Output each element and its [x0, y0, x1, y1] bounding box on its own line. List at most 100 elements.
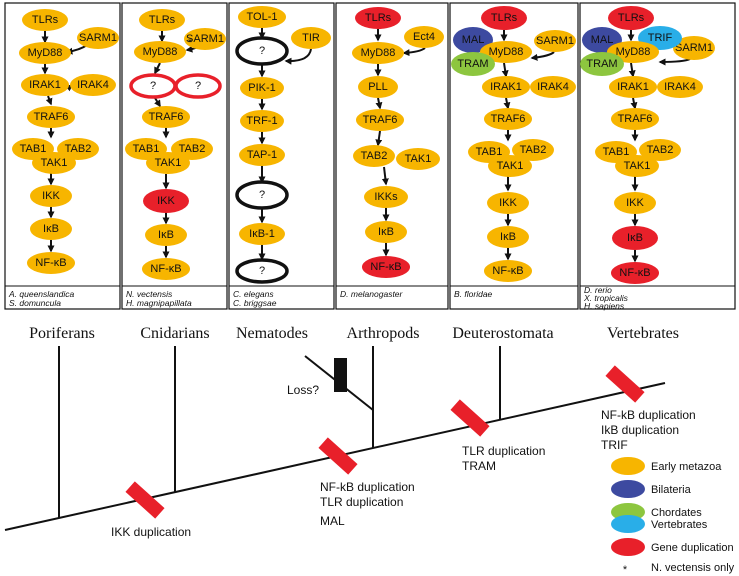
legend: Early metazoa Bilateria Chordates Verteb… [611, 457, 735, 576]
deuterostomata-node-irak1 [482, 76, 530, 98]
porifera-node-myd88 [19, 42, 71, 64]
deuterostomata-species-1: B. floridae [454, 289, 493, 299]
legend-label-bilateria: Bilateria [651, 484, 692, 496]
vertebrata-node-ikb-label: IκB [627, 232, 643, 244]
event-label-deuterostome-1: TLR duplication [462, 444, 545, 458]
cnidaria-node-ikb [145, 224, 187, 246]
porifera-node-irak1 [21, 74, 69, 96]
vertebrata-node-ikk [614, 192, 656, 214]
porifera-node-ikb [30, 218, 72, 240]
footnote-asterisk: * [623, 564, 628, 576]
nematoda-node-tap1-label: TAP-1 [247, 149, 277, 161]
arthropoda-node-myd88 [352, 42, 404, 64]
legend-swatch-bilateria [611, 480, 645, 498]
deuterostomata-node-nfkb-label: NF-κB [492, 265, 523, 277]
cnidaria-node-myd88 [134, 41, 186, 63]
panel-porifera: TLRs SARM1 MyD88 IRAK1 IRAK4 TRAF6 TAB1 … [8, 9, 119, 308]
deuterostomata-node-nfkb [484, 260, 532, 282]
vertebrata-node-tram-label: TRAM [586, 58, 617, 70]
event-bar-tlr-tram [450, 399, 490, 437]
arthropoda-node-ect4 [404, 26, 444, 48]
panel-frame-deuterostomata [449, 2, 579, 310]
arthropoda-node-tlrs-label: TLRs [365, 12, 392, 24]
nematoda-node-trf1 [240, 110, 284, 132]
porifera-node-tak1-label: TAK1 [41, 157, 68, 169]
porifera-node-traf6 [27, 106, 75, 128]
cnidaria-node-sarm1-label: SARM1 [186, 33, 224, 45]
vertebrata-species-2: X. tropicalis [583, 293, 629, 303]
nematoda-node-ikb1-label: IκB-1 [249, 228, 275, 240]
nematoda-node-tir-label: TIR [302, 32, 320, 44]
cnidaria-node-nfkb-label: NF-κB [150, 263, 181, 275]
vertebrata-node-traf6 [611, 108, 659, 130]
vertebrata-node-tram [580, 52, 624, 76]
legend-label-gene-duplication: Gene duplication [651, 542, 734, 554]
legend-label-chordates: Chordates [651, 507, 702, 519]
arthropoda-node-ikb-label: IκB [378, 226, 394, 238]
porifera-species-2: S. domuncula [9, 298, 61, 308]
arthropoda-node-pll [358, 76, 398, 98]
arthropoda-node-ikks-label: IKKs [374, 191, 398, 203]
arthropoda-node-traf6 [356, 109, 404, 131]
vertebrata-node-tab2 [639, 139, 681, 161]
panel-frame-arthropoda [335, 2, 449, 310]
cnidaria-node-tab1-label: TAB1 [133, 143, 160, 155]
legend-swatch-vertebrates-blue [611, 515, 645, 533]
legend-swatch-gene-duplication [611, 538, 645, 556]
porifera-node-ikk [30, 185, 72, 207]
arthropoda-species-1: D. melanogaster [340, 289, 404, 299]
deuterostomata-node-tlrs [481, 6, 527, 30]
cnidaria-myd88-asterisk: * [188, 37, 193, 49]
arthropoda-node-pll-label: PLL [368, 81, 388, 93]
porifera-node-ikk-label: IKK [42, 190, 60, 202]
porifera-node-myd88-label: MyD88 [28, 47, 63, 59]
panel-frame-vertebrata [579, 2, 736, 310]
nematoda-node-unknown-3-label: ? [259, 265, 265, 277]
deuterostomata-node-mal [453, 27, 493, 53]
porifera-node-nfkb [27, 252, 75, 274]
vertebrata-node-tlrs-label: TLRs [618, 12, 645, 24]
footnote-label: N. vectensis only [651, 562, 735, 574]
cnidaria-species-2: H. magnipapillata [126, 298, 192, 308]
panel-arthropoda-arrows [374, 29, 426, 257]
cnidaria-node-tak1 [146, 152, 190, 174]
event-label-vertebrate-2: IkB duplication [601, 423, 679, 437]
vertebrata-node-irak1 [609, 76, 657, 98]
vertebrata-node-myd88-label: MyD88 [616, 46, 651, 58]
deuterostomata-node-tak1 [488, 155, 532, 177]
vertebrata-node-irak4 [657, 76, 703, 98]
cnidaria-node-traf6 [142, 106, 190, 128]
deuterostomata-node-tlrs-label: TLRs [491, 12, 518, 24]
taxon-labels: Poriferans Cnidarians Nematodes Arthropo… [29, 325, 679, 342]
porifera-node-tak1 [32, 152, 76, 174]
cnidaria-node-tlrs [139, 9, 185, 31]
cnidaria-node-myd88-label: MyD88 [143, 46, 178, 58]
panel-frame-porifera [4, 2, 121, 310]
vertebrata-node-sarm1-label: SARM1 [675, 42, 713, 54]
panel-deuterostomata: TLRs MAL SARM1 MyD88 TRAM IRAK1 IRAK4 TR… [451, 6, 576, 299]
nematoda-node-tol1-label: TOL-1 [247, 11, 278, 23]
nematoda-node-trf1-label: TRF-1 [246, 115, 277, 127]
panel-cnidaria: TLRs SARM1 MyD88 * ? ? TRAF6 TAB1 TAB2 T… [125, 9, 226, 308]
panel-vertebrata: TLRs SARM1 MAL TRIF MyD88 TRAM IRAK1 IRA… [580, 6, 715, 311]
nematoda-node-tir [291, 27, 331, 49]
deuterostomata-node-tab1-label: TAB1 [476, 146, 503, 158]
deuterostomata-node-tram [451, 52, 495, 76]
deuterostomata-node-ikb-label: IκB [500, 231, 516, 243]
cnidaria-node-tlrs-label: TLRs [149, 14, 176, 26]
vertebrata-species-3: H. sapiens [584, 301, 625, 311]
arthropoda-node-tlrs [355, 7, 401, 29]
deuterostomata-node-sarm1-label: SARM1 [536, 35, 574, 47]
deuterostomata-node-tab2-label: TAB2 [520, 144, 547, 156]
porifera-node-sarm1-label: SARM1 [79, 32, 117, 44]
vertebrata-node-ikb [612, 226, 658, 250]
event-bar-vertebrate-duplications [605, 365, 645, 403]
cnidaria-node-ikk-label: IKK [157, 195, 175, 207]
deuterostomata-node-tab2 [512, 139, 554, 161]
cnidaria-node-sarm1 [184, 28, 226, 50]
event-bar-nematode-loss [334, 358, 347, 392]
cnidaria-node-nfkb [142, 258, 190, 280]
event-bar-nfkb-tlr-duplication [318, 437, 358, 475]
arthropoda-node-ect4-label: Ect4 [413, 31, 435, 43]
nematoda-species-2: C. briggsae [233, 298, 277, 308]
